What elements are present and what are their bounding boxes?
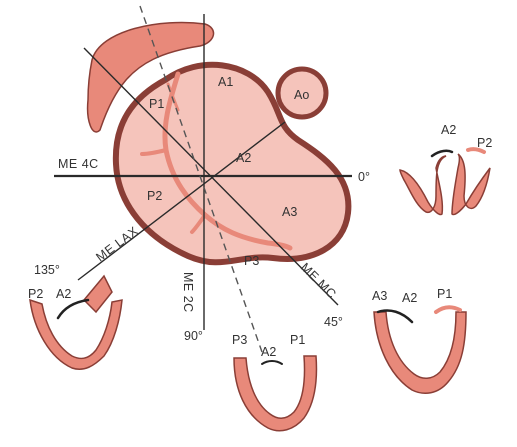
scallop-label-a3: A3 (282, 205, 297, 219)
angle-label-135: 135° (34, 263, 60, 277)
view-mc-label-right: P1 (437, 287, 452, 301)
view-lax: P2 A2 (28, 274, 123, 370)
leaflet-mc-anterior (376, 309, 414, 324)
scallop-label-p1: P1 (149, 97, 164, 111)
ventricle-lax (29, 298, 123, 370)
view-mc-label-left: A3 (372, 289, 387, 303)
view-2c-label-left: P3 (232, 333, 247, 347)
aortic-valve (275, 66, 329, 120)
leaflet-lax-anterior (56, 298, 90, 320)
view-4c-label-left: A2 (441, 123, 456, 137)
plane-label-me-lax: ME LAX (93, 224, 141, 265)
angle-label-0: 0° (358, 170, 370, 184)
view-lax-label-left: P2 (28, 287, 43, 301)
plane-label-me-2c: ME 2C (181, 272, 195, 313)
leaflet-mc-posterior (434, 305, 462, 314)
view-2c-label-center: A2 (261, 345, 276, 359)
plane-label-me-4c: ME 4C (58, 157, 99, 171)
coaptation-branch-left (140, 148, 168, 156)
view-mc-label-center: A2 (402, 291, 417, 305)
view-two-chamber: P3 A2 P1 (232, 333, 318, 432)
view-lax-label-right: A2 (56, 287, 71, 301)
plane-line-me-mc (83, 47, 339, 306)
plane-line-me-lax (77, 121, 286, 281)
angle-label-45: 45° (324, 315, 343, 329)
left-atrial-appendage (86, 21, 215, 133)
scallop-label-a2: A2 (236, 151, 251, 165)
view-4c-label-right: P2 (477, 136, 492, 150)
scallop-label-a1: A1 (218, 75, 233, 89)
leaflet-posterior (466, 147, 486, 154)
view-four-chamber: A2 P2 (399, 123, 492, 216)
lax-aortic-root (82, 274, 113, 314)
ventricle-wall-left (399, 155, 447, 216)
ventricle-2c (233, 355, 318, 432)
ventricle-wall-right (451, 153, 491, 216)
leaflet-2c-center (261, 360, 283, 365)
angle-label-90: 90° (184, 329, 203, 343)
scallop-label-p2: P2 (147, 189, 162, 203)
plane-line-dashed (139, 5, 263, 353)
view-commissural: A3 A2 P1 (372, 287, 467, 395)
leaflet-anterior (430, 149, 454, 158)
plane-label-me-mc: ME MC (298, 260, 339, 301)
view-2c-label-right: P1 (290, 333, 305, 347)
ventricle-mc (373, 311, 467, 395)
mitral-annulus (112, 61, 352, 266)
aorta-label: Ao (294, 88, 309, 102)
scallop-label-p3: P3 (244, 254, 259, 268)
